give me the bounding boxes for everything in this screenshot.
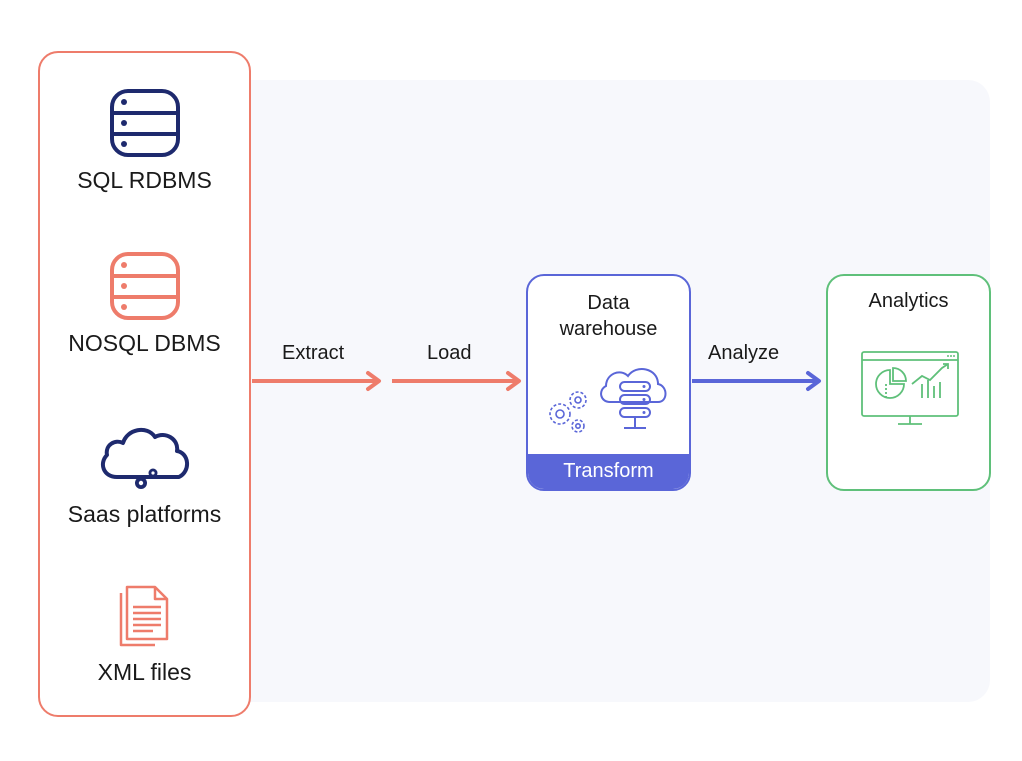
database-icon [109, 89, 180, 157]
data-warehouse-title: Data warehouse [559, 292, 658, 340]
analyze-label: Analyze [708, 342, 780, 364]
source-xml-files[interactable]: XML files [40, 583, 249, 686]
documents-icon [119, 585, 168, 647]
cloud-server-icon [549, 368, 667, 433]
source-label: SQL RDBMS [77, 167, 212, 193]
database-icon [109, 252, 180, 320]
data-sources-panel: SQL RDBMS NOSQL DBMS [38, 51, 251, 717]
source-sql-rdbms[interactable]: SQL RDBMS [40, 87, 249, 194]
analytics-box[interactable]: Analytics [826, 274, 991, 491]
source-label: Saas platforms [67, 501, 222, 527]
analyze-arrow [692, 371, 821, 391]
load-arrow [392, 371, 521, 391]
cloud-gears-icon [100, 427, 189, 489]
source-label: XML files [97, 659, 192, 685]
extract-arrow [252, 371, 381, 391]
source-saas-platforms[interactable]: Saas platforms [40, 419, 249, 528]
extract-label: Extract [282, 342, 345, 364]
analytics-title: Analytics [868, 290, 949, 312]
data-warehouse-box[interactable]: Data warehouse Transform [526, 274, 691, 491]
dashboard-monitor-icon [861, 351, 959, 425]
load-label: Load [427, 342, 472, 364]
source-nosql-dbms[interactable]: NOSQL DBMS [40, 250, 249, 357]
source-label: NOSQL DBMS [68, 330, 221, 356]
transform-button[interactable]: Transform [528, 454, 689, 489]
